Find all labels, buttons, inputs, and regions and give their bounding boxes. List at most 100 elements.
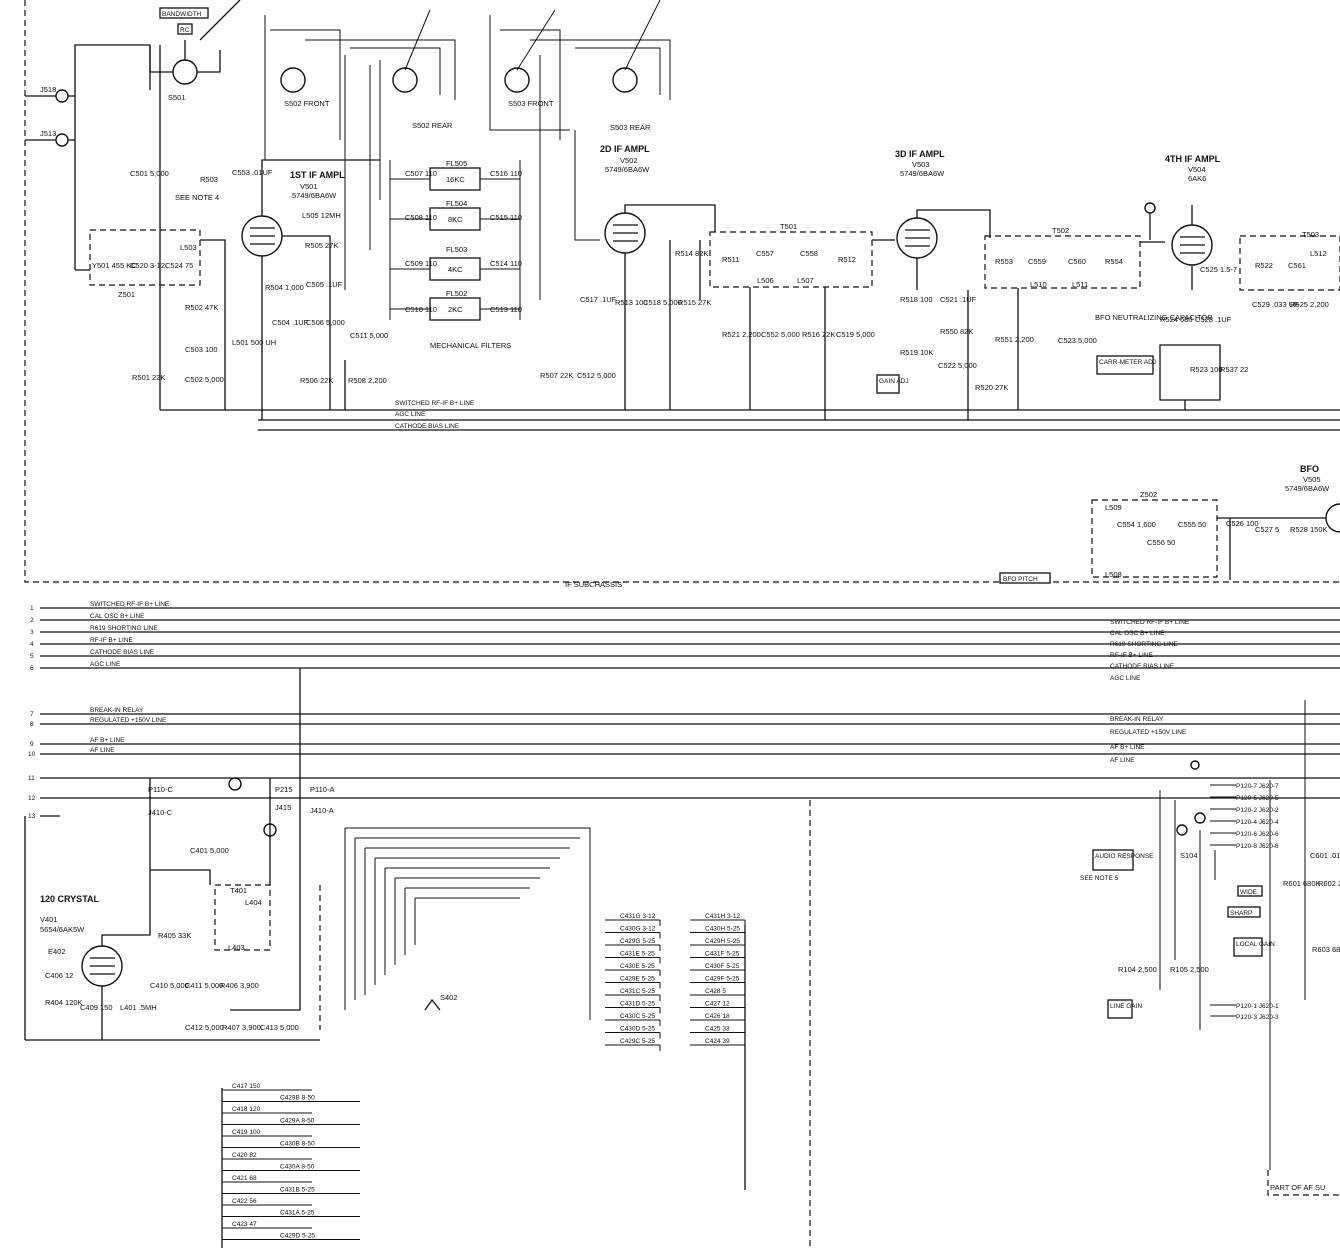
c412-label: C412 5,000 bbox=[185, 1023, 224, 1032]
r523-label: R523 100 bbox=[1190, 365, 1223, 374]
c524-label: C524 75 bbox=[165, 261, 193, 270]
trimmer-label: C430G 3-12 bbox=[620, 926, 656, 933]
c557-label: C557 bbox=[756, 249, 774, 258]
l508-label: L508 bbox=[1105, 570, 1122, 579]
r501-label: R501 22K bbox=[132, 373, 165, 382]
p215-label: P215 bbox=[275, 785, 293, 794]
r502-label: R502 47K bbox=[185, 303, 218, 312]
fl502-label: FL502 bbox=[446, 289, 467, 298]
af-test-point-2 bbox=[1194, 812, 1206, 824]
bus-num-13: 13 bbox=[28, 813, 36, 820]
fl503-bw: 4KC bbox=[448, 265, 463, 274]
fl505-label: FL505 bbox=[446, 159, 467, 168]
local-gain-label: LOCAL GAIN bbox=[1236, 941, 1275, 948]
trimmer-label: C430F 5-25 bbox=[705, 963, 740, 970]
bfo-pitch-label: BFO PITCH bbox=[1003, 576, 1038, 583]
note4-label: SEE NOTE 4 bbox=[175, 193, 219, 202]
if3-type: 5749/6BA6W bbox=[900, 169, 945, 178]
t502-label: T502 bbox=[1052, 226, 1069, 235]
gain-adj-box bbox=[876, 374, 900, 394]
trimmer-lead bbox=[605, 932, 661, 939]
bus-right-5: CATHODE BIAS LINE bbox=[1110, 663, 1175, 670]
af-jack-label: P120-4 J620-4 bbox=[1236, 819, 1279, 826]
af-jack-label: P120-1 J620-1 bbox=[1236, 1003, 1279, 1010]
if4-test-point bbox=[1144, 202, 1156, 214]
local-gain-box bbox=[1233, 937, 1263, 957]
trimmer-label: C426 18 bbox=[705, 1013, 730, 1020]
trimmer-label: C430E 5-25 bbox=[620, 963, 655, 970]
r504-label: R504 1,000 bbox=[265, 283, 304, 292]
j513-label: J513 bbox=[40, 129, 56, 138]
s503-front-label: S503 FRONT bbox=[508, 99, 554, 108]
bus-right-4: RF-IF B+ LINE bbox=[1110, 652, 1153, 659]
bandwidth-label: BANDWIDTH bbox=[162, 11, 202, 18]
trimmer-lead bbox=[605, 944, 661, 951]
r406-label: R406 3,900 bbox=[220, 981, 259, 990]
bus-right-3: R619 SHORTING LINE bbox=[1110, 641, 1178, 648]
af-subchassis-border bbox=[1267, 1170, 1340, 1196]
r520-label: R520 27K bbox=[975, 383, 1008, 392]
c409-label: C409 150 bbox=[80, 1003, 113, 1012]
c523-label: C523 5,000 bbox=[1058, 336, 1097, 345]
r514-label: R514 82K bbox=[675, 249, 708, 258]
line-gain-label: LINE GAIN bbox=[1110, 1003, 1142, 1010]
trimmer-label: C431G 3-12 bbox=[620, 913, 656, 920]
c559-label: C559 bbox=[1028, 257, 1046, 266]
c527-label: C527 5 bbox=[1255, 525, 1279, 534]
af-jack-label: P120-3 J620-3 bbox=[1236, 1014, 1279, 1021]
c526-label: C526 100 bbox=[1226, 519, 1259, 528]
c406-label: C406 12 bbox=[45, 971, 73, 980]
trimmer-lead bbox=[605, 982, 661, 989]
l511-label: L511 bbox=[1072, 280, 1088, 289]
s402-label: S402 bbox=[440, 993, 458, 1002]
af-jack-label: P120-6 J620-6 bbox=[1236, 831, 1279, 838]
r513-label: R513 100 bbox=[615, 298, 648, 307]
trimmer-label: C431F 5-25 bbox=[705, 951, 740, 958]
bus-block: 1 2 3 4 5 6 7 8 9 10 11 12 13 SWITCHED R… bbox=[28, 601, 1340, 820]
fl502-bw: 2KC bbox=[448, 305, 463, 314]
s502-front-label: S502 FRONT bbox=[284, 99, 330, 108]
bus-right-10: AF LINE bbox=[1110, 757, 1135, 764]
bus-left-7: BREAK-IN RELAY bbox=[90, 707, 144, 714]
y501-label: Y501 455 KC bbox=[92, 261, 137, 270]
c505-label: C505 .1UF bbox=[306, 280, 343, 289]
c601-label: C601 .01UF bbox=[1310, 851, 1340, 860]
c508-label: C508 110 bbox=[405, 213, 437, 222]
s502-rear-switch bbox=[392, 67, 418, 93]
trimmer-label: C418 120 bbox=[232, 1106, 261, 1113]
trimmer-lead bbox=[605, 1019, 661, 1026]
af-jack-label: P120-8 J620-8 bbox=[1236, 843, 1279, 850]
l509-label: L509 bbox=[1105, 503, 1122, 512]
trimmer-lead bbox=[690, 1044, 746, 1051]
r518-label: R518 100 bbox=[900, 295, 933, 304]
wide-box bbox=[1237, 885, 1263, 897]
bus-num-9: 9 bbox=[30, 741, 34, 748]
s502-front-switch bbox=[280, 67, 306, 93]
trimmer-label: C431E 5-25 bbox=[620, 951, 655, 958]
r519-label: R519 10K bbox=[900, 348, 933, 357]
bus-num-4: 4 bbox=[30, 641, 34, 648]
j410a-label: J410-A bbox=[310, 806, 334, 815]
af-jack-label: P120-5 J620-5 bbox=[1236, 795, 1279, 802]
trimmer-lead bbox=[605, 969, 661, 976]
bus-left-8: REGULATED +150V LINE bbox=[90, 717, 167, 724]
trimmer-lead bbox=[605, 994, 661, 1001]
trimmer-label: C417 150 bbox=[232, 1083, 261, 1090]
bus-left-3: R619 SHORTING LINE bbox=[90, 625, 158, 632]
bus-left-5: CATHODE BIAS LINE bbox=[90, 649, 155, 656]
c528-label: C528 .1UF bbox=[1195, 315, 1232, 324]
s502-rear-label: S502 REAR bbox=[412, 121, 453, 130]
filters-caption: MECHANICAL FILTERS bbox=[430, 341, 511, 350]
bus-num-12: 12 bbox=[28, 795, 36, 802]
r505-label: R505 27K bbox=[305, 241, 338, 250]
z502-label: Z502 bbox=[1140, 490, 1157, 499]
osc-test-point bbox=[228, 777, 242, 791]
r405-label: R405 33K bbox=[158, 931, 191, 940]
bus-num-10: 10 bbox=[28, 751, 36, 758]
c413-label: C413 5,000 bbox=[260, 1023, 299, 1032]
r521-label: R521 2,200 bbox=[722, 330, 761, 339]
l403-label: L403 bbox=[228, 943, 245, 952]
bus-num-5: 5 bbox=[30, 653, 34, 660]
bus-num-2: 2 bbox=[30, 617, 34, 624]
